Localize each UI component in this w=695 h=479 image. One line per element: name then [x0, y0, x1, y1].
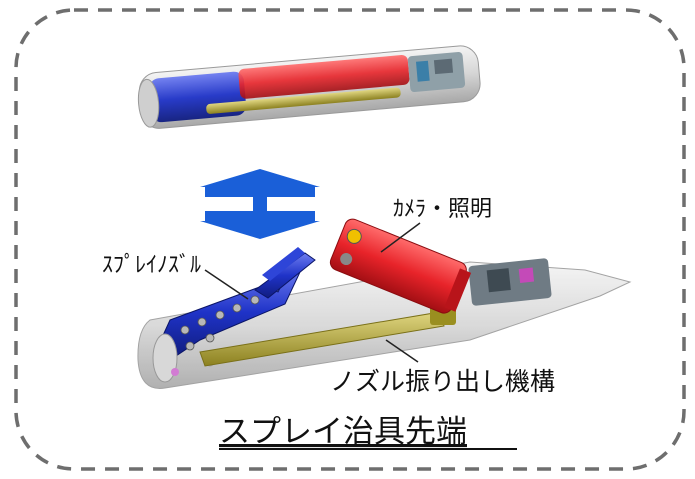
nozzle-callout-line: [204, 269, 249, 300]
nozzle-extension-label: ノズル振り出し機構: [330, 367, 555, 396]
camera-callout-line: [380, 222, 421, 253]
camera-lighting-label: ｶﾒﾗ・照明: [393, 197, 492, 222]
diagram-title: スプレイ治具先端: [219, 414, 467, 450]
dashed-frame: [14, 8, 686, 471]
spray-nozzle-label: ｽﾌﾟﾚｲﾉｽﾞﾙ: [102, 253, 201, 278]
mechanism-callout-line: [385, 339, 419, 363]
deployed-device-illustration: [137, 218, 632, 389]
retracted-device-illustration: [137, 45, 481, 129]
double-vertical-arrow-icon: [200, 169, 320, 239]
